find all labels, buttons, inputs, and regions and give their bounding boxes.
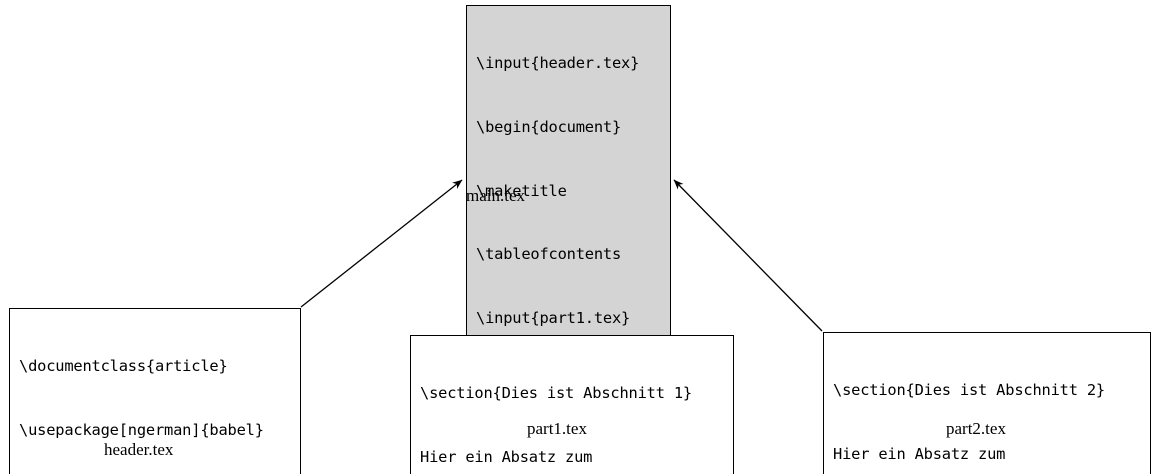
code-line: \tableofcontents bbox=[476, 245, 622, 264]
code-line: \usepackage[ngerman]{babel} bbox=[19, 421, 264, 440]
code-line: \section{Dies ist Abschnitt 1} bbox=[420, 384, 692, 403]
caption-header-tex: header.tex bbox=[104, 440, 174, 459]
node-part1-tex[interactable]: \section{Dies ist Abschnitt 1} Hier ein … bbox=[410, 335, 734, 474]
node-header-tex[interactable]: \documentclass{article} \usepackage[nger… bbox=[9, 308, 301, 474]
code-line: \maketitle bbox=[476, 181, 567, 200]
code-line: \documentclass{article} bbox=[19, 357, 228, 376]
code-line: \input{header.tex} bbox=[476, 54, 640, 73]
caption-main-tex: main.tex bbox=[466, 186, 526, 205]
node-part2-tex[interactable]: \section{Dies ist Abschnitt 2} Hier ein … bbox=[823, 332, 1151, 474]
code-line: Hier ein Absatz zum bbox=[420, 448, 593, 467]
code-line: \input{part1.tex} bbox=[476, 308, 631, 327]
code-line: Hier ein Absatz zum bbox=[833, 445, 1006, 464]
edge-part2-to-main bbox=[673, 179, 823, 332]
edge-header-to-main bbox=[300, 179, 463, 308]
caption-part1-tex: part1.tex bbox=[527, 419, 587, 438]
code-line: \begin{document} bbox=[476, 118, 622, 137]
caption-part2-tex: part2.tex bbox=[946, 419, 1006, 438]
code-line: \section{Dies ist Abschnitt 2} bbox=[833, 381, 1105, 400]
